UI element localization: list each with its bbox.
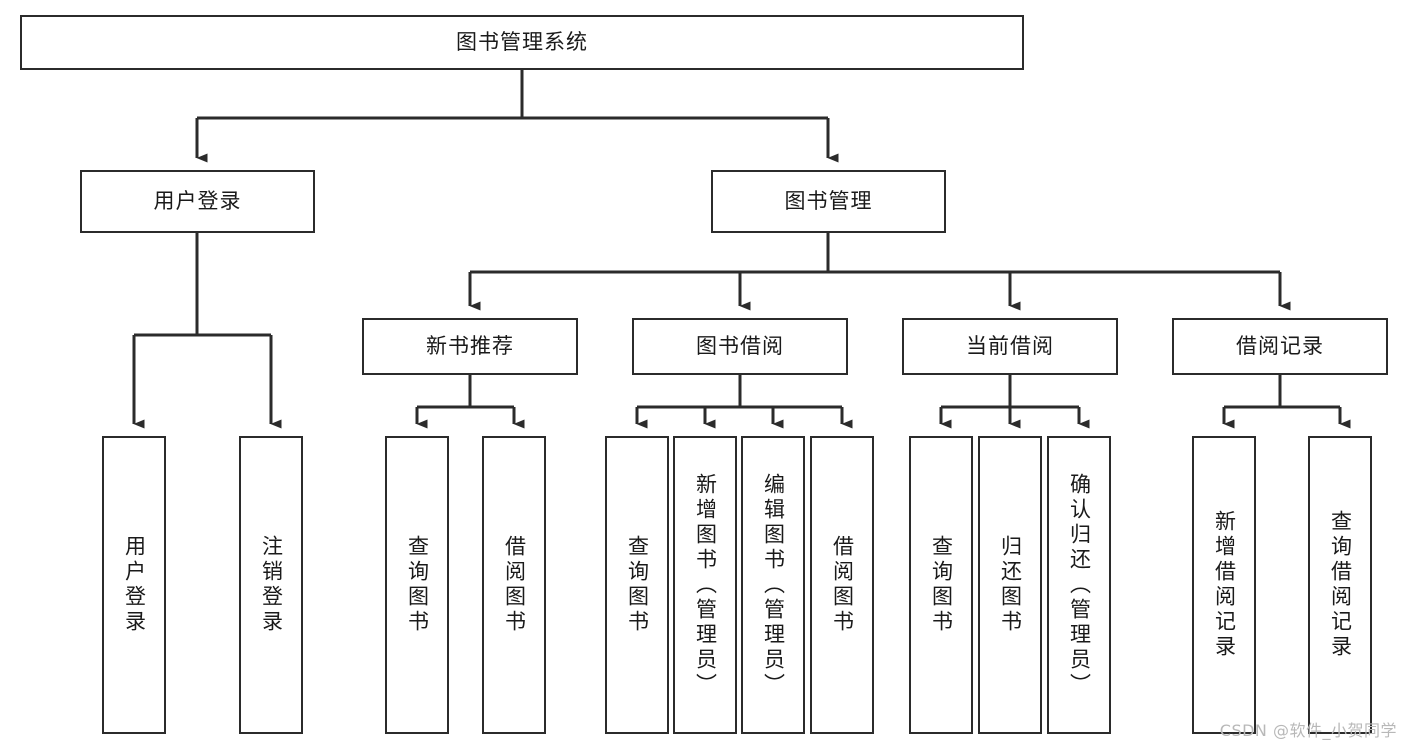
node-leaf-book-borrow-query[interactable]: 查询图书	[605, 436, 669, 734]
node-root-label: 图书管理系统	[456, 30, 588, 54]
node-user-login-label: 用户登录	[153, 189, 242, 213]
node-leaf-label: 查询图书	[625, 535, 650, 635]
node-user-login[interactable]: 用户登录	[80, 170, 315, 233]
node-leaf-label: 借阅图书	[830, 535, 855, 635]
node-book-borrow[interactable]: 图书借阅	[632, 318, 848, 375]
node-leaf-borrow-record-add[interactable]: 新增借阅记录	[1192, 436, 1256, 734]
node-root-book-management-system[interactable]: 图书管理系统	[20, 15, 1024, 70]
node-leaf-label: 归还图书	[998, 535, 1023, 635]
node-leaf-label: 查询图书	[405, 535, 430, 635]
node-new-book-recommend-label: 新书推荐	[426, 334, 514, 358]
node-new-book-recommend[interactable]: 新书推荐	[362, 318, 578, 375]
node-leaf-current-borrow-return[interactable]: 归还图书	[978, 436, 1042, 734]
node-leaf-book-borrow-borrow[interactable]: 借阅图书	[810, 436, 874, 734]
node-leaf-label: 注销登录	[259, 535, 284, 635]
node-leaf-new-book-query[interactable]: 查询图书	[385, 436, 449, 734]
node-leaf-user-login-signin[interactable]: 用户登录	[102, 436, 166, 734]
node-leaf-book-borrow-add[interactable]: 新增图书（管理员）	[673, 436, 737, 734]
node-leaf-current-borrow-query[interactable]: 查询图书	[909, 436, 973, 734]
node-borrow-record[interactable]: 借阅记录	[1172, 318, 1388, 375]
node-book-management-label: 图书管理	[784, 189, 873, 213]
node-leaf-label: 新增借阅记录	[1212, 510, 1237, 660]
node-leaf-label: 查询借阅记录	[1328, 510, 1353, 660]
node-leaf-current-borrow-confirm-return[interactable]: 确认归还（管理员）	[1047, 436, 1111, 734]
node-book-management[interactable]: 图书管理	[711, 170, 946, 233]
node-leaf-borrow-record-query[interactable]: 查询借阅记录	[1308, 436, 1372, 734]
node-leaf-user-login-signout[interactable]: 注销登录	[239, 436, 303, 734]
node-book-borrow-label: 图书借阅	[696, 334, 784, 358]
node-leaf-label: 编辑图书（管理员）	[761, 472, 786, 698]
node-borrow-record-label: 借阅记录	[1236, 334, 1324, 358]
node-leaf-label: 新增图书（管理员）	[693, 472, 718, 698]
node-leaf-new-book-borrow[interactable]: 借阅图书	[482, 436, 546, 734]
node-leaf-label: 用户登录	[122, 535, 147, 635]
node-current-borrow-label: 当前借阅	[966, 334, 1054, 358]
node-leaf-label: 借阅图书	[502, 535, 527, 635]
node-leaf-label: 确认归还（管理员）	[1067, 472, 1092, 698]
node-current-borrow[interactable]: 当前借阅	[902, 318, 1118, 375]
node-leaf-label: 查询图书	[929, 535, 954, 635]
node-leaf-book-borrow-edit[interactable]: 编辑图书（管理员）	[741, 436, 805, 734]
